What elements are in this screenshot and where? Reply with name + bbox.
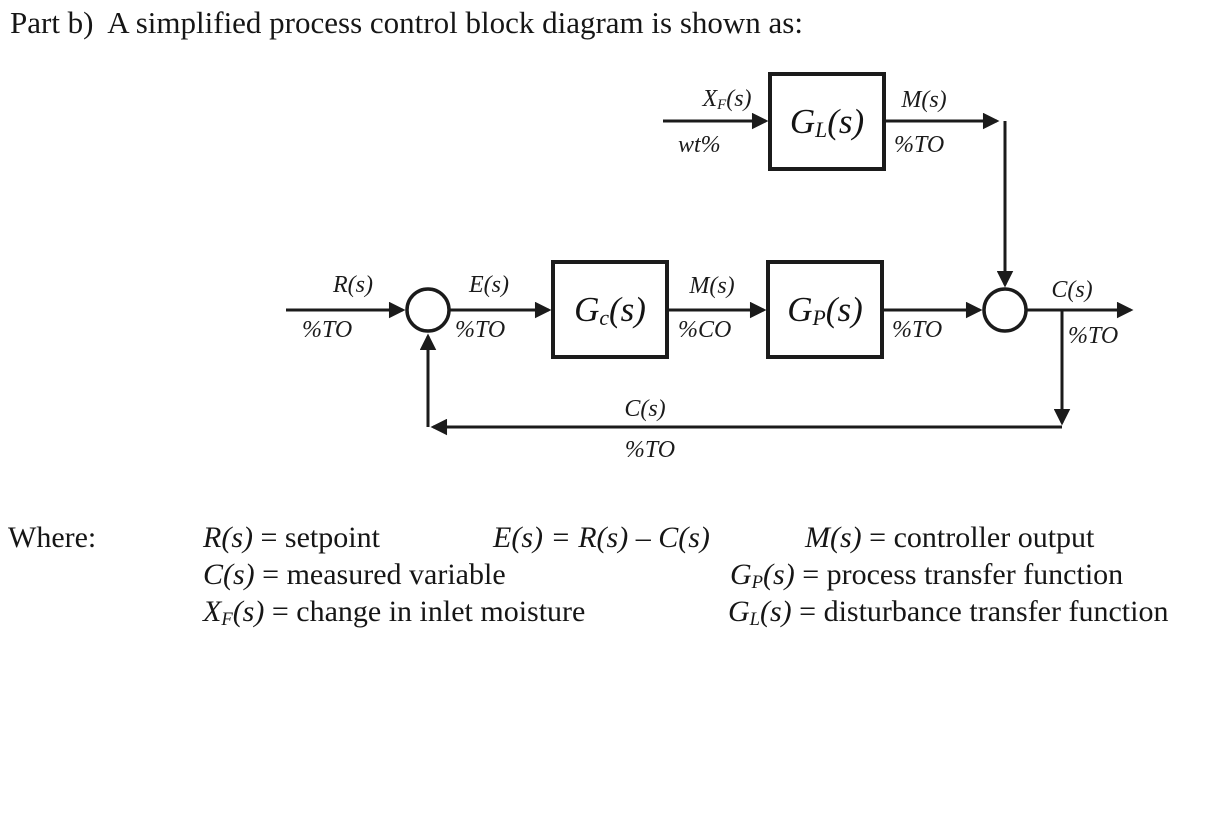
label-feedback-unit: %TO bbox=[624, 437, 676, 463]
definition-measured-variable: C(s) = measured variable bbox=[203, 558, 506, 591]
label-setpoint-unit: %TO bbox=[302, 317, 353, 343]
label-disturbance-output-signal: M(s) bbox=[901, 87, 947, 113]
controller-block bbox=[551, 260, 669, 359]
definition-inlet-moisture: XF(s) = change in inlet moisture bbox=[203, 595, 586, 631]
definition-error: E(s) = R(s) – C(s) bbox=[493, 521, 710, 554]
label-output-unit: %TO bbox=[1068, 323, 1119, 349]
label-process-output-unit: %TO bbox=[892, 317, 943, 343]
process-block-label: GP(s) bbox=[787, 289, 863, 331]
label-disturbance-input-signal: XF(s) bbox=[702, 86, 752, 114]
definition-process-transfer-function: GP(s) = process transfer function bbox=[730, 558, 1124, 594]
definition-setpoint: R(s) = setpoint bbox=[203, 521, 380, 554]
label-setpoint-signal: R(s) bbox=[333, 272, 373, 298]
label-disturbance-output-unit: %TO bbox=[894, 132, 945, 158]
disturbance-block-label: GL(s) bbox=[789, 101, 865, 143]
definition-controller-output: M(s) = controller output bbox=[805, 521, 1095, 554]
label-controller-output-unit: %CO bbox=[678, 317, 732, 343]
label-disturbance-input-unit: wt% bbox=[678, 132, 721, 158]
label-feedback-signal: C(s) bbox=[624, 396, 666, 422]
disturbance-block bbox=[768, 72, 886, 171]
summing-junction-1 bbox=[405, 287, 451, 333]
block-diagram-canvas bbox=[286, 72, 1134, 436]
controller-block-label: Gc(s) bbox=[574, 289, 646, 331]
process-block bbox=[766, 260, 884, 359]
where-label: Where: bbox=[8, 521, 97, 554]
label-error-unit: %TO bbox=[455, 317, 506, 343]
summing-junction-2 bbox=[982, 287, 1028, 333]
label-output-signal: C(s) bbox=[1051, 277, 1093, 303]
definition-disturbance-transfer-function: GL(s) = disturbance transfer function bbox=[728, 595, 1169, 631]
page-title: Part b) A simplified process control blo… bbox=[10, 5, 803, 40]
label-error-signal: E(s) bbox=[469, 272, 509, 298]
label-controller-output-signal: M(s) bbox=[689, 273, 735, 299]
